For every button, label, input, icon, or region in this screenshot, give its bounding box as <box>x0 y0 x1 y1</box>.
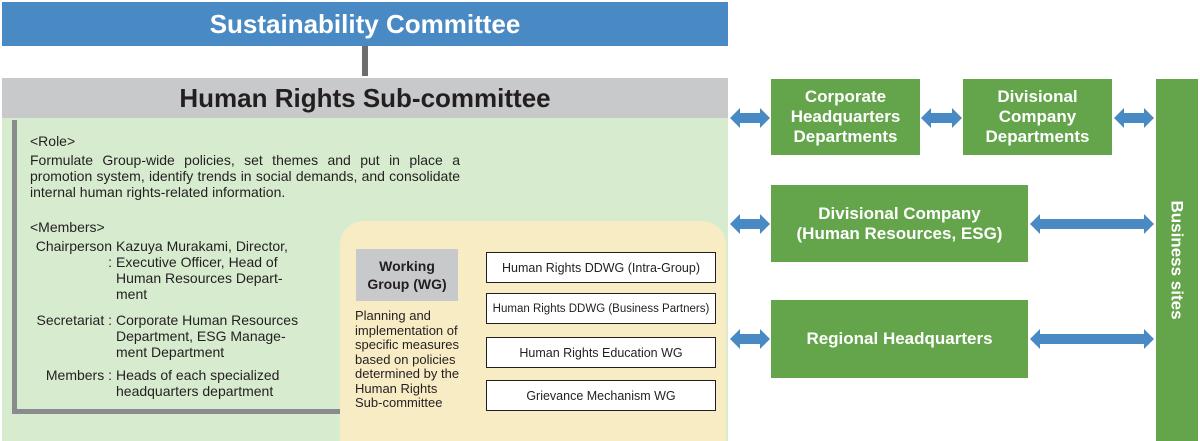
divisional-dept-line: Divisional <box>997 87 1078 106</box>
committee-title: Sustainability Committee <box>209 8 521 39</box>
wg-desc-line: Sub-committee <box>355 395 443 410</box>
chairperson-label: Chairperson : <box>35 238 112 270</box>
wg-desc-line: implementation of <box>355 322 458 338</box>
chairperson-line: ment <box>116 286 148 302</box>
regional-hq-label: Regional Headquarters <box>806 329 993 348</box>
secretariat-label: Secretariat : <box>36 312 112 328</box>
divisional-company-departments-box: Divisional Company Departments <box>963 79 1112 155</box>
wg-desc-line: determined by the <box>355 366 460 381</box>
double-arrow-icon <box>730 329 770 349</box>
sustainability-committee-box: Sustainability Committee <box>2 2 728 46</box>
bracket-line-vertical <box>12 120 17 414</box>
corporate-hq-line: Headquarters <box>790 107 901 126</box>
corporate-hq-line: Corporate <box>804 87 887 106</box>
business-sites-label: Business sites <box>1168 200 1187 320</box>
chairperson-line: Executive Officer, Head of <box>116 254 278 270</box>
members-value: Heads of each specialized headquarters d… <box>116 367 316 399</box>
members-line: headquarters department <box>116 383 274 399</box>
double-arrow-icon <box>1114 108 1154 128</box>
regional-headquarters-box: Regional Headquarters <box>771 300 1028 378</box>
wg-box-ddwg-intra-group: Human Rights DDWG (Intra-Group) <box>486 252 716 283</box>
committee-connector-line <box>362 46 368 76</box>
secretariat-line: ment Department <box>116 344 225 360</box>
wg-desc-line: based on policies <box>355 351 456 367</box>
double-arrow-icon <box>921 108 962 128</box>
secretariat-value: Corporate Human Resources Department, ES… <box>116 312 316 360</box>
double-arrow-icon <box>1030 329 1154 349</box>
secretariat-line: Corporate Human Resources <box>116 312 299 328</box>
chairperson-value: Kazuya Murakami, Director, Executive Off… <box>116 238 316 302</box>
chairperson-line: Human Resources Depart- <box>116 270 283 286</box>
wg-box-ddwg-business-partners: Human Rights DDWG (Business Partners) <box>486 293 716 324</box>
divisional-dept-line: Company <box>998 107 1077 126</box>
double-arrow-icon <box>1030 214 1154 234</box>
wg-box-grievance-mechanism: Grievance Mechanism WG <box>486 380 716 411</box>
divisional-hr-line: (Human Resources, ESG) <box>796 223 1003 243</box>
working-group-label-line: Working <box>379 258 435 274</box>
secretariat-line: Department, ESG Manage- <box>116 328 286 344</box>
chairperson-line: Kazuya Murakami, Director, <box>116 238 288 254</box>
corporate-hq-departments-box: Corporate Headquarters Departments <box>771 79 920 155</box>
double-arrow-icon <box>730 214 770 234</box>
members-label: Members : <box>45 367 112 383</box>
members-line: Heads of each specialized <box>116 367 280 383</box>
subcommittee-title: Human Rights Sub-committee <box>179 82 551 113</box>
divisional-company-hr-esg-box: Divisional Company (Human Resources, ESG… <box>771 185 1028 262</box>
double-arrow-icon <box>730 108 770 128</box>
working-group-label-line: Group (WG) <box>367 276 447 292</box>
bracket-line-horizontal <box>12 409 347 414</box>
divisional-hr-line: Divisional Company <box>818 203 981 223</box>
wg-desc-line: specific measures <box>355 337 460 352</box>
working-group-label: Working Group (WG) <box>356 249 458 301</box>
members-heading: <Members> <box>30 219 105 235</box>
wg-desc-line: Human Rights <box>355 380 438 396</box>
divisional-dept-line: Departments <box>985 127 1090 146</box>
wg-desc-line: Planning and <box>355 308 431 323</box>
wg-box-education: Human Rights Education WG <box>486 337 716 368</box>
corporate-hq-line: Departments <box>793 127 898 146</box>
working-group-description: Planning and implementation of specific … <box>355 308 480 411</box>
role-description: Formulate Group-wide policies, set theme… <box>30 152 460 200</box>
human-rights-subcommittee-header: Human Rights Sub-committee <box>2 78 728 118</box>
role-heading: <Role> <box>30 133 76 149</box>
business-sites-box: Business sites <box>1156 79 1198 441</box>
